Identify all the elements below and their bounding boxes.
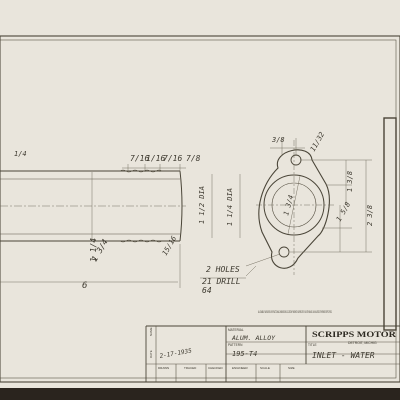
scale-label: SCALE [260,366,270,370]
callout-leader-2 [245,265,257,277]
dim-top-d: 7/8 [186,154,201,163]
title-block-note: ALLOWABLE VARIATION ON FRACTIONAL DIMENS… [258,310,332,314]
callout-drill: 21 DRILL [202,277,241,286]
callout-drill-denominator: 64 [202,286,212,295]
flange-dim-top-small: 3/8 [271,136,285,144]
flange-view [256,140,336,275]
pattern-label: PATTERN [228,343,243,347]
flange-dim-right-b: 2 3/8 [366,205,374,226]
checked-label: CHECKED [208,366,224,370]
dim-mid-vertical: 1 1/2 DIA [198,186,206,224]
dim-left-vertical: 1 1/4 [89,238,98,262]
drawn-label: DRAWN [158,366,169,370]
paper-bottom-shadow [0,388,400,400]
title-block [145,325,400,382]
revision-block [383,117,397,331]
top-dimension-lines [122,164,186,172]
engineer-label: ENGINEER [232,366,249,370]
name-label: NAME [149,327,153,336]
callout-holes: 2 HOLES [206,265,240,274]
date-label: DATE [149,350,153,358]
material-label: MATERIAL [228,328,244,332]
dim-mid-vertical-2: 1 1/4 DIA [226,188,234,226]
size-label: SIZE [288,366,295,370]
dim-top-b: 1/16 [146,154,165,163]
traced-label: TRACED [184,366,197,370]
dim-gap-small: 1/4 [14,150,27,158]
dim-length: 6 [82,281,87,291]
company-city: DETROIT, MICHIG [348,341,377,345]
dim-top-a: 7/16 [130,154,149,163]
flange-dim-right-a: 1 3/8 [346,171,354,192]
pattern-value: 195-T4 [232,350,257,358]
title-value: INLET - WATER [312,351,375,360]
dim-top-c: 7/16 [163,154,182,163]
company-name: SCRIPPS MOTOR [312,329,397,339]
callout-leader [245,253,281,267]
pipe-body [0,169,186,243]
drawing-border [0,35,400,383]
title-label: TITLE [308,343,317,347]
material-value: ALUM. ALLOY [231,334,276,342]
